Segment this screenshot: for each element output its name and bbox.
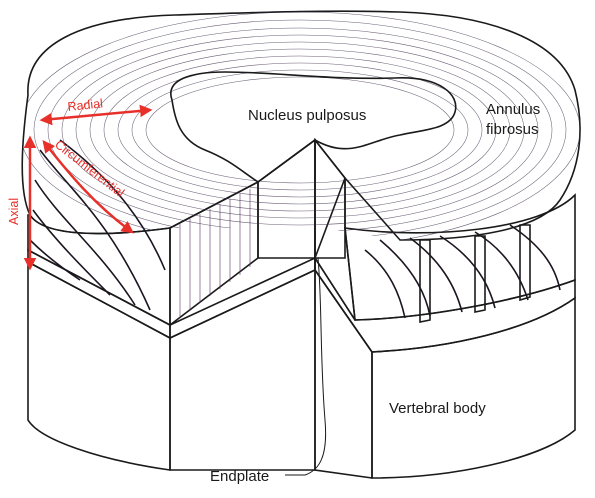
axial-label: Axial xyxy=(7,198,21,225)
endplate-leader-line xyxy=(285,258,326,475)
radial-label: Radial xyxy=(67,96,104,114)
annulus-fibrosus-label-2: fibrosus xyxy=(486,121,539,138)
endplate-label: Endplate xyxy=(210,468,269,485)
wedge-cut xyxy=(170,140,355,325)
vertebral-body-label: Vertebral body xyxy=(389,400,486,417)
radial-arrow xyxy=(42,110,150,120)
nucleus-pulposus-label: Nucleus pulposus xyxy=(248,107,366,124)
annulus-fibrosus-label-1: Annulus xyxy=(486,101,540,118)
